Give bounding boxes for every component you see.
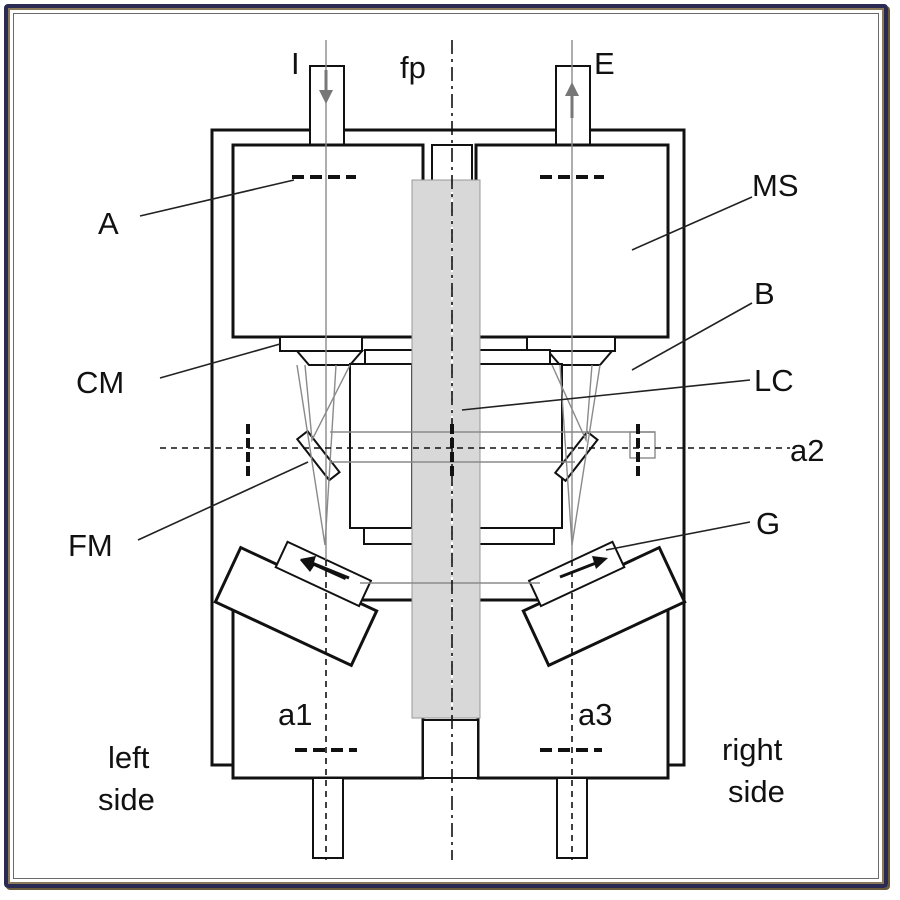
- right-collimator-mirror: [526, 336, 616, 352]
- left-collimator-mirror: [279, 336, 363, 352]
- leader-CM: [159, 343, 281, 379]
- right-grating-arrow-shaft: [559, 561, 597, 579]
- label-CM: CM: [76, 365, 124, 400]
- label-left-side-line2: side: [98, 782, 155, 817]
- exit-arrow-icon: [565, 82, 579, 96]
- label-B: B: [754, 276, 775, 311]
- leader-FM: [137, 461, 309, 541]
- label-MS: MS: [752, 168, 799, 203]
- label-a3: a3: [578, 697, 612, 732]
- window-frame: [4, 4, 888, 888]
- left-folding-mirror: [295, 429, 341, 482]
- left-bottom-tube: [312, 777, 344, 859]
- right-beam-fan-b: [551, 364, 593, 443]
- label-I: I: [291, 46, 300, 81]
- lamp-column: [411, 179, 481, 719]
- right-folding-mirror: [553, 430, 599, 483]
- leader-A: [139, 179, 295, 217]
- left-collimator-cone: [294, 350, 365, 366]
- leader-LC: [461, 379, 751, 411]
- leader-MS: [631, 196, 753, 251]
- label-A: A: [98, 206, 119, 241]
- left-grating-arrow-head: [300, 556, 316, 569]
- label-right-side-line1: right: [722, 732, 783, 767]
- window-inner-border: [13, 13, 879, 879]
- label-a1: a1: [278, 697, 312, 732]
- left-grating-assembly: [213, 540, 379, 668]
- right-collimator-cone: [545, 350, 615, 366]
- right-beam-fan-a: [559, 364, 601, 546]
- central-box-left: [349, 363, 413, 529]
- leader-B: [631, 302, 753, 371]
- label-right-side-line2: side: [728, 774, 785, 809]
- central-bottom-gap: [422, 719, 479, 779]
- label-fp: fp: [400, 50, 426, 85]
- left-beam-fan-a: [296, 364, 337, 546]
- label-LC: LC: [754, 363, 794, 398]
- label-E: E: [594, 46, 615, 81]
- right-grating-arrow-head: [592, 556, 608, 569]
- input-arrow-icon: [319, 90, 333, 104]
- label-a2: a2: [790, 433, 824, 468]
- label-left-side-line1: left: [108, 740, 150, 775]
- left-beam-fan-b: [304, 364, 351, 443]
- left-grating-arrow-shaft: [311, 561, 350, 580]
- right-detector-box: [629, 431, 656, 459]
- central-box-right: [469, 363, 563, 529]
- label-G: G: [756, 506, 780, 541]
- left-upper-block: [231, 143, 425, 339]
- leader-G: [605, 521, 751, 551]
- label-FM: FM: [68, 528, 113, 563]
